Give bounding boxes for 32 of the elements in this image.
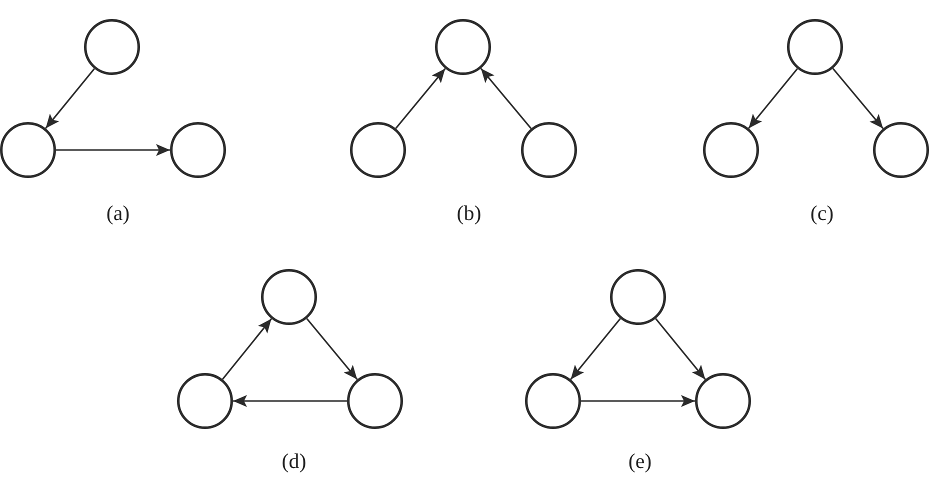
arrow (480, 68, 532, 130)
subfigure-label: (d) (282, 451, 306, 472)
arrow (233, 395, 347, 407)
arrow (832, 68, 884, 130)
circle-node (0, 122, 56, 178)
arrow (581, 395, 695, 407)
arrow (655, 318, 706, 380)
circle-node (84, 19, 140, 75)
circle-node (261, 269, 317, 325)
circle-node (695, 373, 751, 429)
circle-node (525, 373, 581, 429)
circle-node (347, 373, 403, 429)
circle-node (350, 122, 406, 178)
arrow (56, 144, 170, 156)
subfigure-label: (e) (628, 451, 652, 472)
subfigure-label: (c) (810, 203, 834, 224)
circle-node (170, 122, 226, 178)
circle-node (610, 269, 666, 325)
circle-node (435, 19, 491, 75)
arrow (306, 318, 358, 380)
arrow (222, 318, 272, 380)
circle-node (703, 122, 759, 178)
subfigure-label: (b) (456, 203, 482, 224)
circle-node (177, 373, 233, 429)
arrow (45, 68, 95, 129)
arrow (395, 68, 446, 129)
circle-node (521, 122, 577, 178)
circle-node (787, 19, 843, 75)
arrow (748, 68, 798, 129)
arrow (570, 318, 621, 380)
circle-node (873, 122, 929, 178)
subfigure-label: (a) (106, 203, 130, 224)
